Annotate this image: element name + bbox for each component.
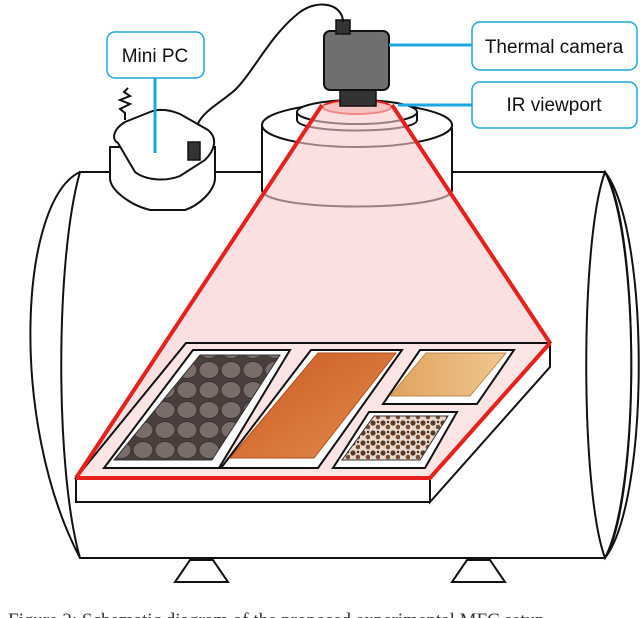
camera-body — [323, 30, 390, 91]
thermal-camera-label-text: Thermal camera — [485, 37, 624, 58]
thermal-camera-label: Thermal camera — [471, 21, 638, 71]
wireless-antenna-icon — [117, 87, 133, 120]
tray-front — [75, 477, 431, 503]
chamber-feet — [173, 559, 507, 583]
figure-caption: Figure 2: Schematic diagram of the propo… — [8, 610, 545, 618]
sample-granules — [341, 415, 449, 461]
sample-fine — [228, 352, 398, 459]
sample-coarse — [112, 354, 281, 461]
mini-pc-usb-port — [187, 141, 201, 161]
mini-pc-label: Mini PC — [106, 31, 205, 79]
mini-pc — [109, 87, 216, 211]
right-foot — [450, 559, 507, 583]
ir-viewport-label-text: IR viewport — [506, 95, 602, 116]
left-foot — [173, 559, 230, 583]
thermal-camera — [323, 19, 390, 107]
camera-connector — [335, 19, 351, 35]
chamber-right-end-outer — [604, 171, 640, 559]
chamber-right-end-window — [585, 169, 633, 561]
sample-wood — [388, 352, 508, 397]
usb-cable — [193, 3, 344, 151]
sample-tray — [73, 340, 553, 505]
ir-viewport-label: IR viewport — [471, 81, 638, 129]
callout-lines — [153, 43, 472, 153]
beam-outline — [74, 103, 552, 480]
mini-pc-label-text: Mini PC — [122, 46, 189, 67]
